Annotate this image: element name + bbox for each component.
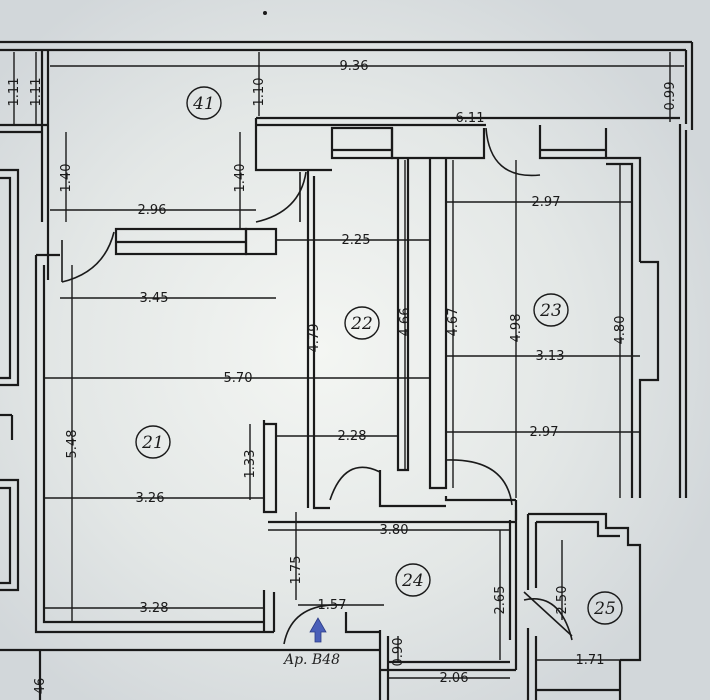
dim-4-98: 4.98 xyxy=(509,314,524,343)
room-41-circle xyxy=(186,86,222,120)
room-numbers: 41 22 23 21 24 25 xyxy=(141,94,616,619)
room-25-label: 25 xyxy=(593,599,616,619)
dim-1-75: 1.75 xyxy=(289,556,304,585)
dim-3-28: 3.28 xyxy=(140,601,169,616)
dim-3-80: 3.80 xyxy=(380,523,409,538)
entrance-marker: Ap. B48 xyxy=(282,617,340,668)
dim-5-48: 5.48 xyxy=(65,430,80,459)
dim-2-28: 2.28 xyxy=(338,429,367,444)
ink-dot xyxy=(263,11,267,15)
dim-2-06: 2.06 xyxy=(440,671,469,686)
dim-corridor-width: 6.11 xyxy=(456,111,485,126)
dim-4-66: 4.66 xyxy=(398,308,413,337)
dim-overall-width: 9.36 xyxy=(340,59,369,74)
dim-1-33: 1.33 xyxy=(243,450,258,479)
dim-right-top: 0.99 xyxy=(663,82,678,111)
dim-1-71: 1.71 xyxy=(576,653,605,668)
apartment-label: Ap. B48 xyxy=(282,652,340,668)
dim-left-140-b: 1.40 xyxy=(233,164,248,193)
entrance-arrow-icon xyxy=(309,617,327,643)
room-24-label: 24 xyxy=(401,571,424,591)
dim-4-67: 4.67 xyxy=(446,308,461,337)
dim-3-13: 3.13 xyxy=(536,349,565,364)
room-23-label: 23 xyxy=(539,301,562,321)
dim-hall41-height: 1.10 xyxy=(252,78,267,107)
dim-3-45: 3.45 xyxy=(140,291,169,306)
dim-2-97-top: 2.97 xyxy=(532,195,561,210)
room-25-circle xyxy=(587,591,623,625)
dim-left-a: 1.11 xyxy=(7,78,22,107)
dim-2-25: 2.25 xyxy=(342,233,371,248)
room-21-circle xyxy=(135,425,171,459)
dimension-lines xyxy=(13,52,684,679)
dim-left-b: 1.11 xyxy=(29,78,44,107)
dim-left-edge: 46 xyxy=(33,678,48,695)
room-21-label: 21 xyxy=(141,433,164,453)
dim-left-140-a: 1.40 xyxy=(59,164,74,193)
room-41-label: 41 xyxy=(192,94,215,114)
room-22-circle xyxy=(344,306,380,340)
door-swings xyxy=(61,127,573,645)
dim-3-26: 3.26 xyxy=(136,491,165,506)
dim-2-96: 2.96 xyxy=(138,203,167,218)
dim-1-57: 1.57 xyxy=(318,598,347,613)
room-24-circle xyxy=(395,563,431,597)
dim-2-65: 2.65 xyxy=(493,586,508,615)
dim-0-90: 0.90 xyxy=(391,638,406,667)
dim-4-79: 4.79 xyxy=(307,324,322,353)
dimension-labels: 9.36 1.11 1.11 1.10 0.99 6.11 1.40 1.40 … xyxy=(7,59,678,694)
room-labels xyxy=(135,86,623,625)
dim-5-70: 5.70 xyxy=(224,371,253,386)
dim-4-80: 4.80 xyxy=(613,316,628,345)
room-22-label: 22 xyxy=(350,314,373,334)
room-23-circle xyxy=(533,293,569,327)
dim-2-97-bottom: 2.97 xyxy=(530,425,559,440)
dim-2-50: 2.50 xyxy=(555,586,570,615)
